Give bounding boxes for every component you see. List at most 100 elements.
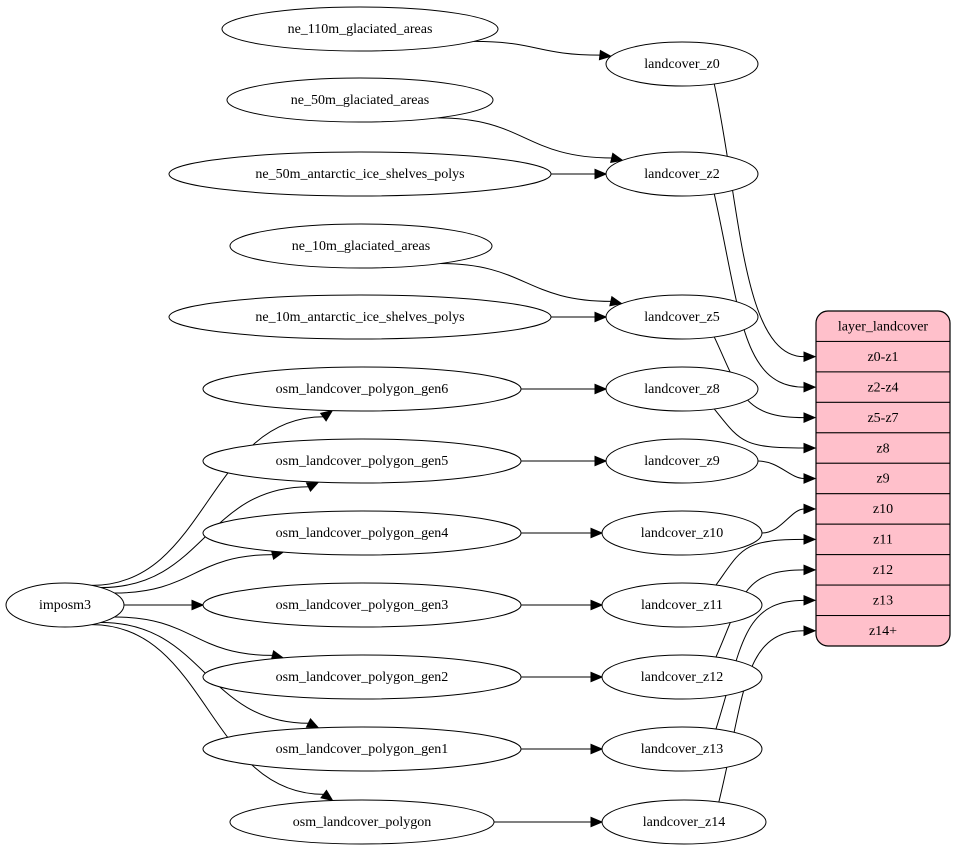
edge-ne_50m_glaciated_areas-to-landcover_z2 (437, 117, 613, 159)
table-row-label: z10 (873, 502, 893, 517)
node-shape (202, 654, 522, 700)
node-label: imposm3 (39, 598, 91, 613)
graph-node-osm_landcover_polygon_gen1[interactable]: osm_landcover_polygon_gen1 (202, 726, 522, 772)
edge-landcover_z9-to-table-z9 (757, 460, 805, 479)
node-label: landcover_z5 (644, 310, 719, 325)
node-label: landcover_z11 (641, 598, 723, 613)
edge-arrowhead (191, 599, 205, 611)
node-label: osm_landcover_polygon_gen4 (276, 526, 449, 541)
table-row-cell[interactable] (816, 432, 950, 464)
edge-ne_10m_glaciated_areas-to-landcover_z5 (440, 263, 612, 302)
graph-node-landcover_z11[interactable]: landcover_z11 (601, 582, 763, 628)
table-row-label: z12 (873, 563, 893, 578)
node-label: ne_10m_glaciated_areas (292, 239, 430, 254)
graph-node-ne_10m_antarctic_ice_shelves_polys[interactable]: ne_10m_antarctic_ice_shelves_polys (168, 294, 552, 340)
graph-node-imposm3[interactable]: imposm3 (5, 582, 125, 628)
table-outline (815, 310, 951, 647)
node-label: osm_landcover_polygon_gen5 (276, 454, 449, 469)
graph-node-osm_landcover_polygon_gen4[interactable]: osm_landcover_polygon_gen4 (202, 510, 522, 556)
table-row-cell[interactable] (816, 584, 950, 617)
edge-arrowhead (803, 625, 817, 637)
edge-arrowhead (305, 481, 320, 492)
node-label: landcover_z9 (644, 454, 719, 469)
edge-imposm3-to-osm_landcover_polygon_gen4 (114, 554, 273, 594)
edge-landcover_z11-to-table-z11 (715, 538, 805, 586)
node-label: landcover_z8 (644, 382, 719, 397)
edge-arrowhead (590, 527, 604, 539)
edge-imposm3-to-osm_landcover_polygon (91, 624, 325, 795)
node-shape (202, 510, 522, 556)
node-label: landcover_z13 (641, 742, 723, 757)
node-shape (605, 438, 759, 484)
table-row-label: z13 (873, 594, 893, 609)
edge-arrowhead (610, 152, 624, 163)
graph-node-osm_landcover_polygon_gen5[interactable]: osm_landcover_polygon_gen5 (202, 438, 522, 484)
graph-node-landcover_z14[interactable]: landcover_z14 (601, 799, 767, 845)
graph-node-ne_110m_glaciated_areas[interactable]: ne_110m_glaciated_areas (221, 6, 499, 52)
node-label: landcover_z12 (641, 670, 723, 685)
edge-landcover_z0-to-table-z0-z1 (713, 83, 805, 358)
node-label: osm_landcover_polygon_gen3 (276, 598, 449, 613)
graph-node-landcover_z2[interactable]: landcover_z2 (605, 151, 759, 197)
node-label: osm_landcover_polygon_gen6 (276, 382, 449, 397)
edge-arrowhead (803, 594, 817, 606)
node-shape (229, 799, 495, 845)
table-header-cell (816, 311, 950, 342)
edge-arrowhead (305, 718, 320, 729)
table-row-cell[interactable] (816, 462, 950, 495)
table-row-cell[interactable] (816, 401, 950, 434)
edge-arrowhead (598, 49, 613, 61)
node-shape (601, 799, 767, 845)
node-label: ne_50m_antarctic_ice_shelves_polys (255, 167, 464, 182)
graph-node-ne_10m_glaciated_areas[interactable]: ne_10m_glaciated_areas (229, 223, 493, 269)
node-label: ne_10m_antarctic_ice_shelves_polys (255, 310, 464, 325)
table-row-label: z11 (873, 533, 893, 548)
edge-arrowhead (594, 383, 608, 395)
graph-node-landcover_z8[interactable]: landcover_z8 (605, 366, 759, 412)
node-label: ne_50m_glaciated_areas (291, 93, 429, 108)
graph-node-osm_landcover_polygon_gen3[interactable]: osm_landcover_polygon_gen3 (202, 582, 522, 628)
node-shape (226, 77, 494, 123)
graph-node-landcover_z12[interactable]: landcover_z12 (601, 654, 763, 700)
nodes-layer: imposm3 ne_110m_glaciated_areas ne_50m_gla… (5, 6, 767, 845)
graph-node-osm_landcover_polygon[interactable]: osm_landcover_polygon (229, 799, 495, 845)
graph-node-ne_50m_antarctic_ice_shelves_polys[interactable]: ne_50m_antarctic_ice_shelves_polys (168, 151, 552, 197)
node-shape (202, 438, 522, 484)
graph-node-landcover_z13[interactable]: landcover_z13 (601, 726, 763, 772)
node-shape (221, 6, 499, 52)
graph-node-landcover_z5[interactable]: landcover_z5 (605, 294, 759, 340)
node-shape (605, 366, 759, 412)
edge-arrowhead (803, 351, 817, 363)
edge-arrowhead (590, 816, 604, 828)
edge-arrowhead (319, 409, 334, 422)
edge-arrowhead (590, 743, 604, 755)
node-shape (601, 654, 763, 700)
edge-arrowhead (594, 168, 608, 180)
node-shape (202, 726, 522, 772)
node-label: osm_landcover_polygon (293, 815, 431, 830)
node-shape (601, 726, 763, 772)
table-row-label: z9 (876, 472, 889, 487)
node-label: landcover_z14 (643, 815, 725, 830)
graph-node-osm_landcover_polygon_gen2[interactable]: osm_landcover_polygon_gen2 (202, 654, 522, 700)
edges-layer (91, 40, 817, 828)
table-row-cell[interactable] (816, 340, 950, 373)
table-row-cell[interactable] (816, 615, 950, 646)
edge-arrowhead (803, 534, 817, 545)
graph-node-ne_50m_glaciated_areas[interactable]: ne_50m_glaciated_areas (226, 77, 494, 123)
table-row-label: z8 (876, 441, 889, 456)
graph-node-osm_landcover_polygon_gen6[interactable]: osm_landcover_polygon_gen6 (202, 366, 522, 412)
table-row-cell[interactable] (816, 523, 950, 556)
node-shape (229, 223, 493, 269)
node-label: landcover_z0 (644, 57, 719, 72)
table-row-label: z14+ (869, 624, 897, 639)
graph-node-landcover_z9[interactable]: landcover_z9 (605, 438, 759, 484)
graph-node-landcover_z0[interactable]: landcover_z0 (605, 41, 759, 87)
node-shape (168, 151, 552, 197)
edge-arrowhead (590, 599, 604, 611)
graph-node-landcover_z10[interactable]: landcover_z10 (601, 510, 763, 556)
edge-landcover_z2-to-table-z2-z4 (713, 193, 805, 388)
node-label: osm_landcover_polygon_gen2 (276, 670, 449, 685)
edge-imposm3-to-osm_landcover_polygon_gen6 (91, 416, 324, 586)
